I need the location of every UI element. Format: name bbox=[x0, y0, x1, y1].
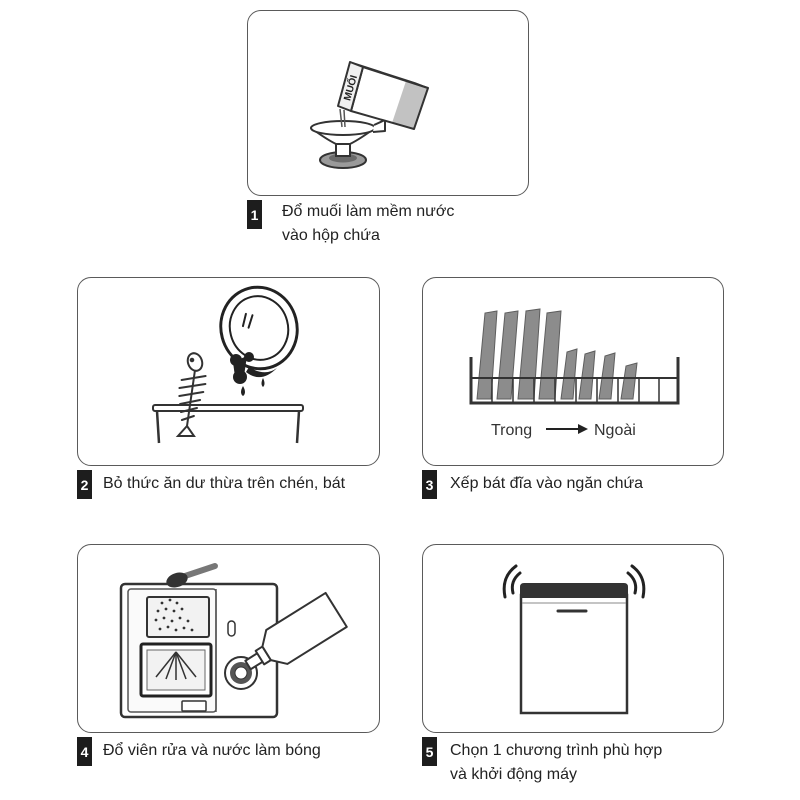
wash-compartment bbox=[139, 642, 213, 698]
dishwasher-control-panel bbox=[520, 583, 628, 598]
rack-label-outer: Ngoài bbox=[594, 422, 636, 439]
scrape-food-illustration bbox=[152, 285, 304, 444]
vibration-left-icon bbox=[502, 564, 522, 599]
trash-bin-rim bbox=[152, 404, 304, 412]
plate-well bbox=[228, 295, 290, 361]
small-plate bbox=[598, 352, 616, 400]
step-5-caption: Chọn 1 chương trình phù hợp và khởi động… bbox=[450, 739, 662, 787]
detergent-scoop bbox=[166, 563, 218, 588]
step-4-badge: 4 bbox=[77, 737, 92, 766]
dishwasher-body bbox=[519, 593, 629, 715]
step-5-caption-line-2: và khởi động máy bbox=[450, 766, 577, 783]
step-3-caption: Xếp bát đĩa vào ngăn chứa bbox=[450, 472, 643, 496]
step-4-panel bbox=[77, 544, 380, 733]
arrow-right-icon bbox=[546, 424, 588, 434]
step-4-caption-line-1: Đổ viên rửa và nước làm bóng bbox=[103, 742, 321, 759]
salt-stream bbox=[339, 108, 346, 128]
large-plate bbox=[496, 310, 519, 400]
load-rack-illustration: Trong Ngoài bbox=[469, 308, 680, 439]
wash-spray-lines bbox=[155, 651, 197, 680]
rack-dividers bbox=[491, 378, 660, 403]
vibration-right-icon bbox=[626, 564, 646, 599]
rack-label-inner: Trong bbox=[491, 422, 532, 439]
funnel-rim bbox=[310, 120, 376, 136]
salt-pour-illustration: MUỐI bbox=[310, 61, 429, 169]
step-3-panel: Trong Ngoài bbox=[422, 277, 724, 466]
door-latch bbox=[181, 700, 207, 712]
step-1-caption: Đổ muối làm mềm nước vào hộp chứa bbox=[282, 200, 454, 248]
step-1-caption-line-1: Đổ muối làm mềm nước bbox=[282, 203, 455, 220]
door-slot bbox=[227, 620, 236, 637]
salt-carton-shade bbox=[392, 81, 428, 129]
plate bbox=[219, 285, 299, 371]
step-1-badge: 1 bbox=[247, 200, 262, 229]
step-1-panel: MUỐI bbox=[247, 10, 529, 196]
large-plate bbox=[538, 310, 562, 400]
fish-bone bbox=[175, 352, 207, 437]
step-2-caption: Bỏ thức ăn dư thừa trên chén, bát bbox=[103, 472, 345, 496]
step-5-panel bbox=[422, 544, 724, 733]
step-5-badge: 5 bbox=[422, 737, 437, 766]
salt-funnel bbox=[310, 119, 386, 169]
trash-bin bbox=[152, 404, 304, 444]
step-5-caption-line-1: Chọn 1 chương trình phù hợp bbox=[450, 742, 663, 759]
plate-highlight bbox=[247, 314, 254, 329]
plate-highlight bbox=[241, 312, 247, 328]
small-plate bbox=[560, 348, 578, 400]
step-2-badge: 2 bbox=[77, 470, 92, 499]
step-3-caption-line-1: Xếp bát đĩa vào ngăn chứa bbox=[450, 475, 644, 492]
salt-carton: MUỐI bbox=[337, 61, 429, 130]
trash-bin-sides bbox=[155, 410, 301, 444]
funnel-handle bbox=[372, 119, 386, 133]
start-program-illustration bbox=[502, 564, 646, 715]
step-3-badge: 3 bbox=[422, 470, 437, 499]
dish-rack bbox=[469, 357, 680, 405]
large-plate bbox=[476, 310, 498, 400]
rack-frame bbox=[469, 357, 680, 405]
detergent-compartment bbox=[146, 596, 210, 638]
step-4-caption: Đổ viên rửa và nước làm bóng bbox=[103, 739, 321, 763]
detergent-powder bbox=[154, 598, 194, 632]
large-plate bbox=[517, 308, 541, 400]
step-2-caption-line-1: Bỏ thức ăn dư thừa trên chén, bát bbox=[103, 475, 346, 492]
food-scraps bbox=[230, 352, 277, 384]
small-plate bbox=[578, 350, 596, 400]
add-detergent-illustration bbox=[119, 563, 348, 719]
small-plate bbox=[620, 362, 638, 400]
food-drips bbox=[241, 378, 265, 396]
rinse-aid-bottle bbox=[244, 591, 348, 671]
dish-plates bbox=[476, 308, 638, 400]
step-2-panel bbox=[77, 277, 380, 466]
step-1-caption-line-2: vào hộp chứa bbox=[282, 227, 380, 244]
salt-carton-end bbox=[337, 61, 364, 112]
dishwasher-machine bbox=[519, 583, 629, 715]
